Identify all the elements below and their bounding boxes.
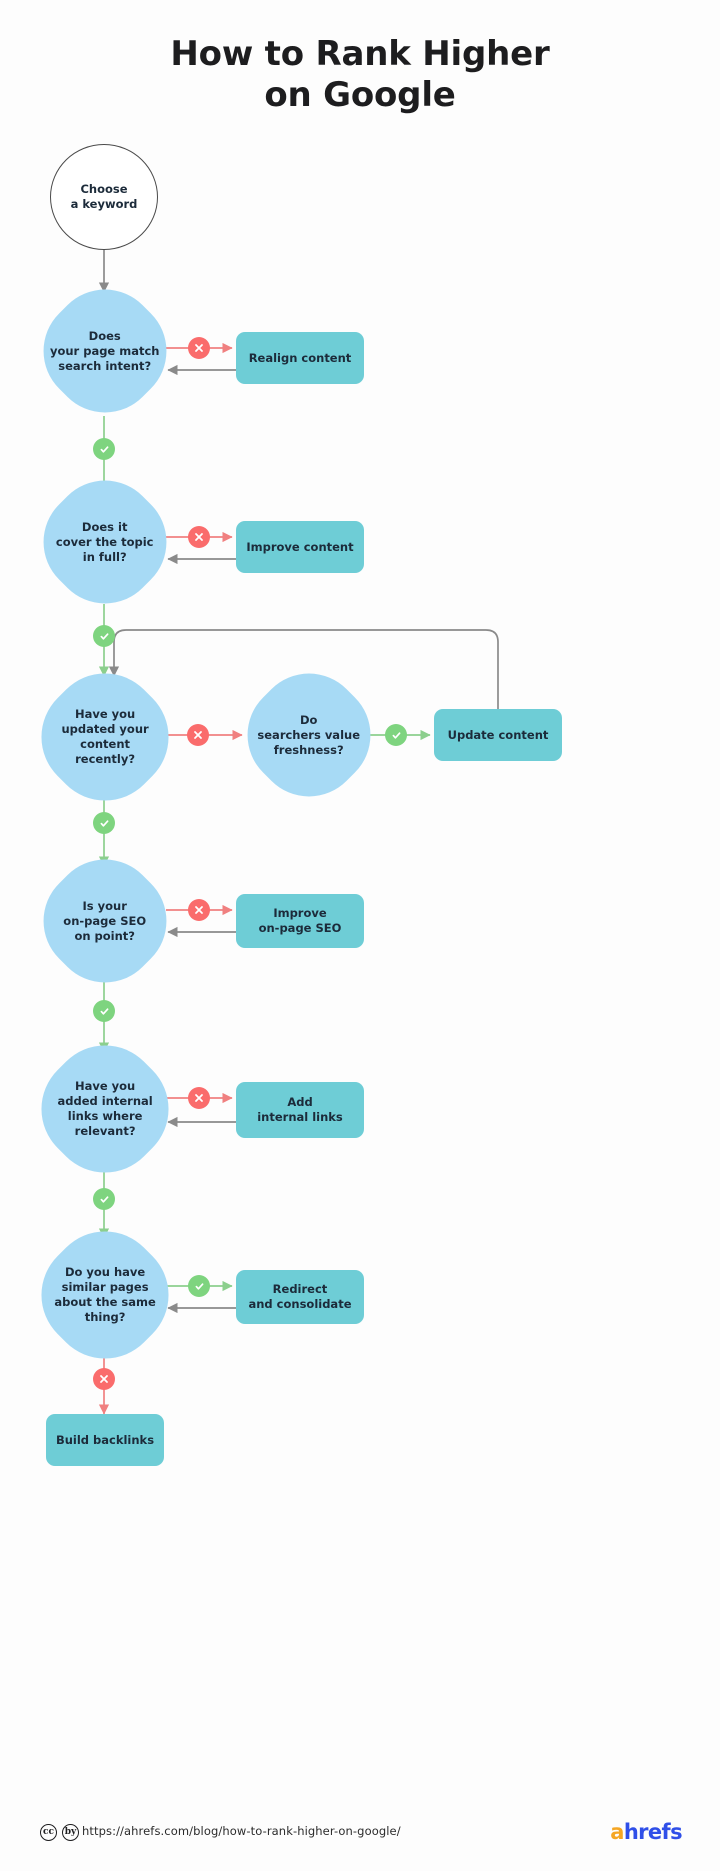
footer: cc by https://ahrefs.com/blog/how-to-ran… (0, 1820, 720, 1860)
node-action-redirect-consolidate[interactable]: Redirect and consolidate (236, 1270, 364, 1324)
node-label: Realign content (248, 350, 352, 365)
node-decision-search-intent[interactable]: Does your page match search intent? (21, 267, 189, 435)
branch-badge-no-coverage (188, 526, 210, 548)
node-action-build-backlinks[interactable]: Build backlinks (46, 1414, 164, 1466)
node-start-choose-keyword[interactable]: Choose a keyword (50, 144, 158, 250)
node-decision-cover-topic[interactable]: Does it cover the topic in full? (21, 458, 189, 626)
logo-letter-a: a (610, 1820, 624, 1844)
logo-word-hrefs: hrefs (623, 1820, 683, 1844)
branch-badge-yes-intent (93, 438, 115, 460)
branch-badge-yes-updated (93, 812, 115, 834)
ahrefs-logo[interactable]: ahrefs (610, 1820, 682, 1844)
branch-badge-no-updated (187, 724, 209, 746)
node-decision-updated-recently[interactable]: Have you updated your content recently? (18, 650, 192, 824)
cc-by-icon: by (62, 1824, 79, 1841)
node-label: Does it cover the topic in full? (56, 519, 154, 564)
branch-badge-no-intent (188, 337, 210, 359)
branch-badge-no-onpage (188, 899, 210, 921)
node-decision-searchers-value-freshness[interactable]: Do searchers value freshness? (225, 651, 393, 819)
node-label: Does your page match search intent? (50, 328, 160, 373)
node-action-improve-content[interactable]: Improve content (236, 521, 364, 573)
branch-badge-yes-internal-links (93, 1188, 115, 1210)
node-decision-similar-pages[interactable]: Do you have similar pages about the same… (18, 1208, 192, 1382)
node-label: Choose a keyword (70, 182, 138, 211)
node-action-improve-onpage-seo[interactable]: Improve on-page SEO (236, 894, 364, 948)
node-label: Have you added internal links where rele… (57, 1079, 153, 1138)
node-label: Have you updated your content recently? (61, 707, 149, 766)
node-label: Redirect and consolidate (248, 1282, 352, 1311)
node-label: Update content (447, 727, 549, 742)
node-action-update-content[interactable]: Update content (434, 709, 562, 761)
cc-icon: cc (40, 1824, 57, 1841)
node-label: Build backlinks (55, 1432, 155, 1447)
node-label: Add internal links (257, 1095, 343, 1124)
node-label: Is your on-page SEO on point? (63, 898, 147, 943)
node-action-add-internal-links[interactable]: Add internal links (236, 1082, 364, 1138)
node-label: Do searchers value freshness? (257, 712, 361, 757)
node-label: Improve content (246, 539, 354, 554)
branch-badge-no-internal-links (188, 1087, 210, 1109)
node-label: Improve on-page SEO (258, 906, 342, 935)
branch-badge-yes-freshness (385, 724, 407, 746)
source-url[interactable]: https://ahrefs.com/blog/how-to-rank-high… (82, 1824, 401, 1838)
creative-commons-icons: cc by (40, 1824, 79, 1841)
page-title: How to Rank Higher on Google (170, 34, 550, 116)
branch-badge-yes-onpage (93, 1000, 115, 1022)
node-action-realign-content[interactable]: Realign content (236, 332, 364, 384)
branch-badge-yes-coverage (93, 625, 115, 647)
branch-badge-no-similar-pages (93, 1368, 115, 1390)
node-decision-onpage-seo[interactable]: Is your on-page SEO on point? (21, 837, 189, 1005)
node-label: Do you have similar pages about the same… (54, 1265, 156, 1324)
node-decision-internal-links[interactable]: Have you added internal links where rele… (18, 1022, 192, 1196)
branch-badge-yes-similar-pages (188, 1275, 210, 1297)
